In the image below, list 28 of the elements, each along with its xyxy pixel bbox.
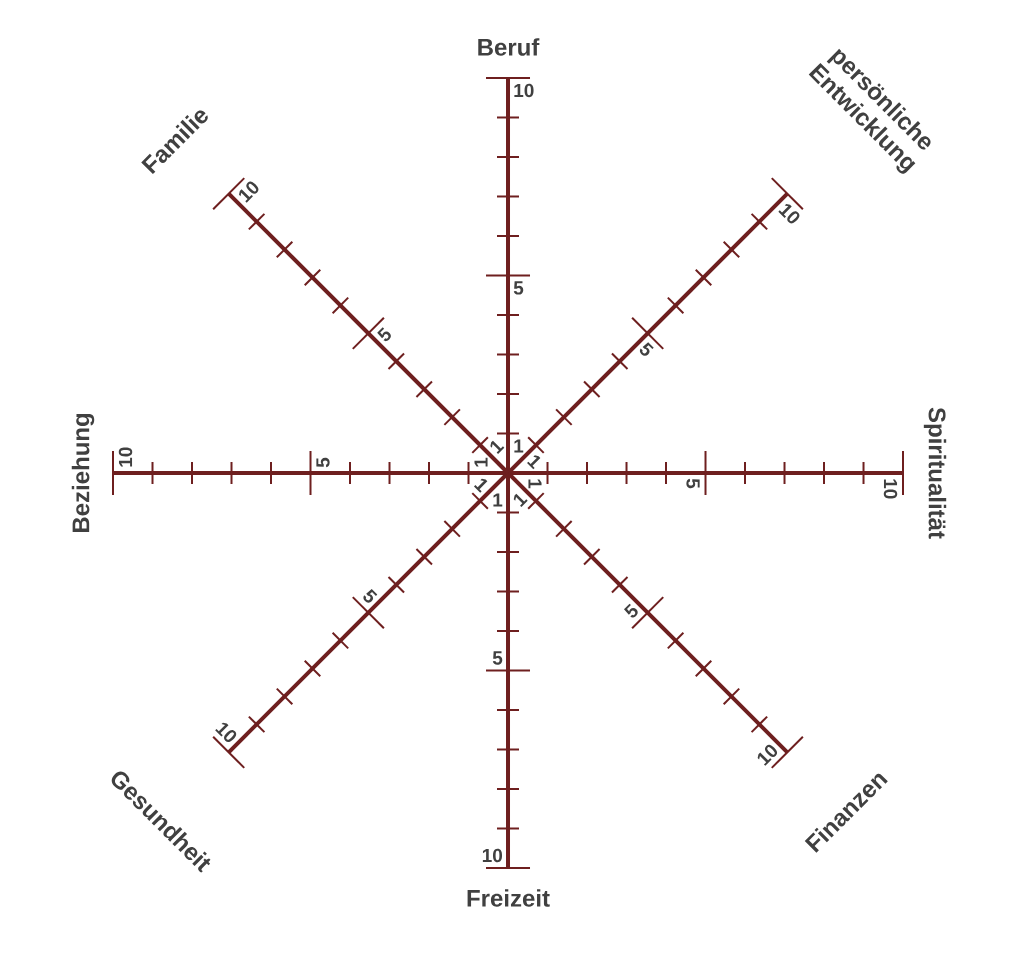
axis-label: Spiritualität <box>923 407 947 539</box>
tick-label: 1 <box>513 493 528 507</box>
tick-label: 10 <box>778 204 800 224</box>
tick-label: 1 <box>514 439 524 453</box>
tick-label: 10 <box>215 722 237 743</box>
tick-label: 5 <box>377 327 391 342</box>
tick-label: 5 <box>316 457 330 468</box>
tick-label: 10 <box>514 83 534 98</box>
tick-label: 1 <box>528 479 542 489</box>
tick-label: 1 <box>527 455 541 470</box>
tick-label: 10 <box>118 447 133 467</box>
tick-label: 1 <box>474 457 488 467</box>
tick-label: 5 <box>639 342 654 356</box>
axis-label: Beziehung <box>71 413 95 533</box>
tick-label: 5 <box>363 589 378 603</box>
tick-label: 5 <box>492 651 503 665</box>
tick-label: 1 <box>493 493 503 507</box>
tick-label: 5 <box>686 478 700 489</box>
axis-label: Beruf <box>478 38 540 56</box>
tick-label: 5 <box>513 281 524 295</box>
tick-label: 10 <box>883 479 898 499</box>
tick-label: 1 <box>474 478 488 493</box>
tick-label: 10 <box>239 181 259 203</box>
axis-label: Freizeit <box>467 889 550 907</box>
tick-label: 5 <box>624 603 638 618</box>
tick-label: 10 <box>757 744 778 766</box>
tick-label: 10 <box>482 848 503 863</box>
tick-label: 1 <box>490 440 505 454</box>
